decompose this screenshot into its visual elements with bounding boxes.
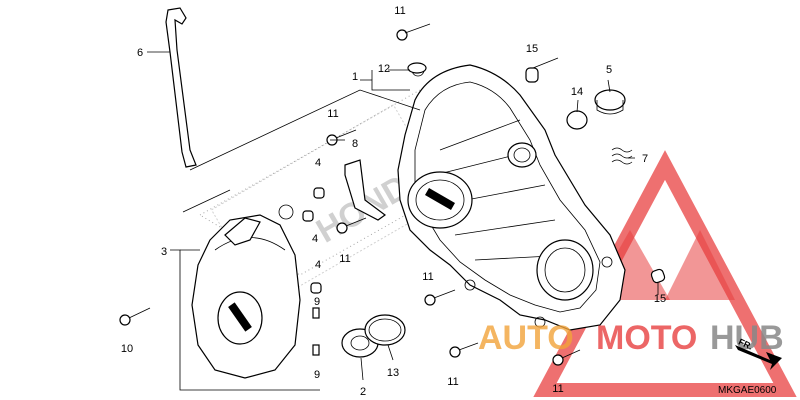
small-parts [302,62,666,358]
clutch-cover [191,204,301,379]
svg-text:3: 3 [161,246,167,258]
diagram-code: MKGAE0600 [718,385,777,396]
svg-text:9: 9 [314,369,320,381]
svg-text:15: 15 [526,43,538,55]
svg-text:1: 1 [352,71,358,83]
svg-text:6: 6 [137,47,143,59]
bolts [119,23,581,366]
dipstick-pipe [165,7,197,168]
svg-text:4: 4 [315,259,321,271]
svg-text:MOTO: MOTO [596,319,697,357]
bolt-11-right [424,289,456,306]
crankcase-cover [397,63,626,331]
bolt-11-bottom [449,342,479,358]
svg-text:5: 5 [606,64,612,76]
bolt-11-bottom-right [552,349,581,366]
watermark-text: AUTO MOTO HUB [478,319,784,357]
svg-text:7: 7 [642,153,648,165]
svg-text:AUTO: AUTO [478,319,574,357]
svg-text:11: 11 [339,253,350,265]
svg-text:11: 11 [422,271,433,283]
svg-text:11: 11 [552,383,563,395]
svg-text:11: 11 [447,376,458,388]
bolt-11-mid [336,217,367,234]
svg-text:4: 4 [312,233,318,245]
svg-text:9: 9 [314,296,320,308]
svg-text:14: 14 [571,86,583,98]
svg-text:10: 10 [121,343,133,355]
dotted-bands [199,89,521,276]
svg-text:13: 13 [387,367,399,379]
svg-text:4: 4 [315,157,321,169]
svg-text:2: 2 [360,386,366,398]
leader-lines [147,51,659,391]
svg-text:11: 11 [394,5,405,17]
bolt-11-top [396,23,431,41]
svg-text:15: 15 [654,293,666,305]
bolt-10 [119,307,151,326]
callout-labels: 1 2 3 4 4 4 5 6 7 8 9 9 10 11 11 11 11 1… [121,5,666,398]
svg-text:8: 8 [352,138,358,150]
svg-text:11: 11 [327,108,338,120]
front-direction-arrow-icon: FR. [735,337,782,370]
svg-text:12: 12 [378,63,390,75]
